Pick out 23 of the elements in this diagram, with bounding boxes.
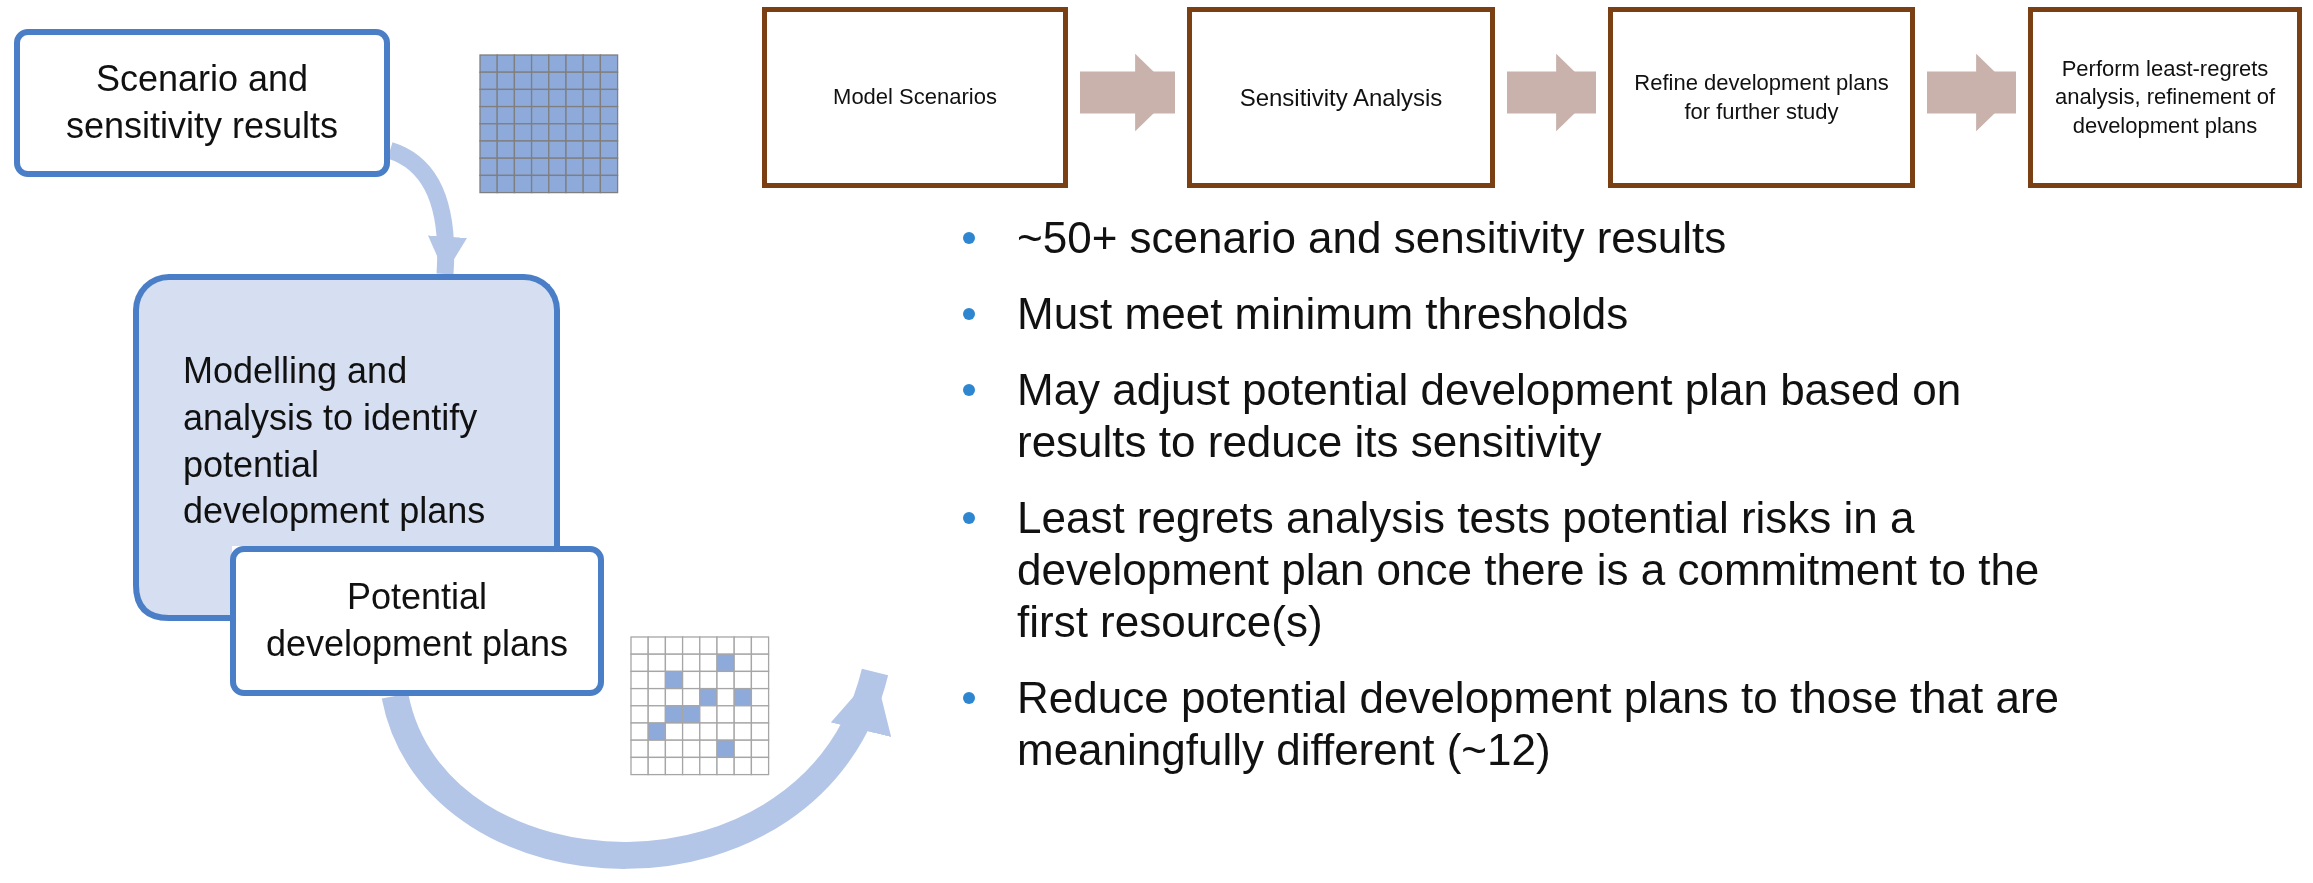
block-arrow [1507, 53, 1596, 132]
node-text: Potential development plans [264, 575, 570, 666]
block-arrow [1080, 53, 1175, 132]
node-text: Modelling and analysis to identify potential development plans [183, 349, 487, 534]
bullet-text: ~50+ scenario and sensitivity results [1017, 212, 1727, 264]
bullet-text: Least regrets analysis tests potential risks in a development plan once there is a commitment to the first resource(s) [1017, 492, 2041, 648]
step-box [2028, 7, 2302, 188]
node-text: Model Scenarios [832, 83, 998, 112]
process-box [133, 274, 560, 546]
curved-arrow [382, 667, 888, 869]
node-text: Sensitivity Analysis [1238, 82, 1444, 113]
process-box [230, 546, 604, 696]
node-text: Refine development plans for further study [1633, 68, 1890, 126]
bullet-text: May adjust potential development plan based on results to reduce its sensitivity [1017, 364, 1963, 468]
step-box [1187, 7, 1495, 188]
process-box [14, 29, 390, 177]
bullet-text: Must meet minimum thresholds [1017, 288, 1629, 340]
node-text: Scenario and sensitivity results [64, 57, 340, 148]
bullet-text: Reduce potential development plans to those that are meaningfully different (~12) [1017, 672, 2061, 776]
step-box [1608, 7, 1915, 188]
block-arrow [1927, 53, 2016, 132]
node-text: Perform least-regrets analysis, refinement of development plans [2053, 54, 2277, 140]
step-box [762, 7, 1068, 188]
